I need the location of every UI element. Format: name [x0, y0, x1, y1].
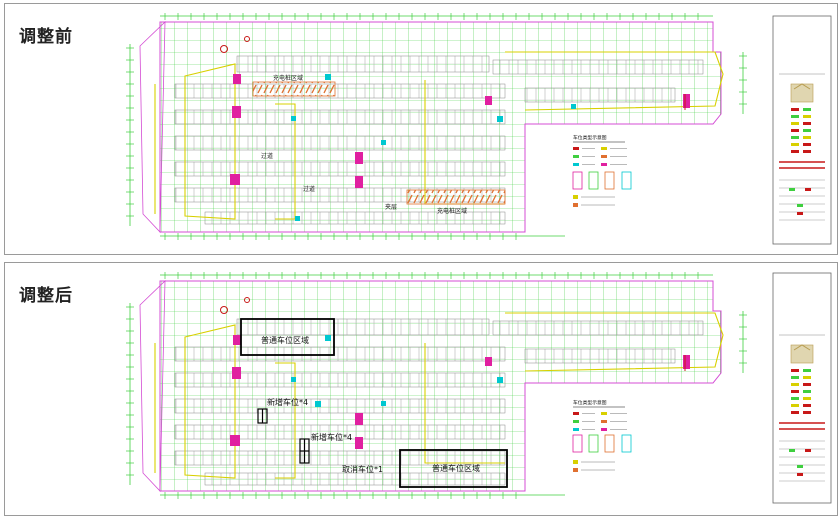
legend-swatch: [573, 155, 579, 158]
title-block-swatch: [797, 465, 803, 468]
before-charging-areas: [252, 81, 506, 205]
after-added-stall-blocks: [257, 408, 310, 464]
after-title-block-rows: [779, 369, 825, 482]
title-block-swatch: [803, 404, 811, 407]
after-axis-ticks: [129, 274, 744, 496]
title-block-swatch: [803, 150, 811, 153]
legend-swatch: [573, 147, 579, 150]
before-legend-rows: [573, 147, 627, 207]
before-plan-labels: 充电桩区域 充电桩区域 过道 过道 夹层: [261, 74, 467, 215]
before-title-block-rows: [779, 108, 825, 221]
before-title-block: [772, 15, 832, 245]
legend-swatch: [573, 468, 578, 472]
title-block-swatch: [797, 473, 803, 476]
title-block-swatch: [791, 411, 799, 414]
legend-swatch: [573, 203, 578, 207]
before-panel-label: 调整前: [19, 27, 73, 47]
title-block-swatch: [803, 136, 811, 139]
legend-swatch: [601, 147, 607, 150]
before-charging-label-1: 充电桩区域: [273, 74, 303, 82]
before-tick-marks: [126, 13, 747, 240]
after-legend: 车位类型示意图: [572, 399, 632, 472]
title-block-swatch: [791, 397, 799, 400]
title-block-swatch: [791, 390, 799, 393]
after-added-spaces-label-1: 新增车位*4: [267, 397, 308, 407]
after-tick-marks: [126, 272, 747, 499]
title-block-swatch: [803, 129, 811, 132]
title-block-swatch: [797, 212, 803, 215]
title-block-swatch: [791, 150, 799, 153]
before-parking-rows: [174, 55, 704, 225]
legend-swatch: [573, 412, 579, 415]
before-legend-title: 车位类型示意图: [573, 134, 607, 141]
after-plan-labels: 普通车位区域 普通车位区域 新增车位*4 新增车位*4 取消车位*1: [261, 335, 480, 474]
before-building-grid: [139, 21, 722, 233]
title-block-swatch: [791, 376, 799, 379]
bottom-caption-fragment: [150, 514, 710, 520]
title-block-swatch: [803, 397, 811, 400]
title-block-swatch: [803, 108, 811, 111]
title-block-swatch: [789, 188, 795, 191]
title-block-swatch: [791, 122, 799, 125]
title-block-swatch: [791, 136, 799, 139]
title-block-swatch: [791, 404, 799, 407]
title-block-swatch: [805, 188, 811, 191]
title-block-swatch: [791, 108, 799, 111]
legend-swatch: [573, 420, 579, 423]
legend-swatch: [601, 163, 607, 166]
title-block-swatch: [803, 411, 811, 414]
title-block-swatch: [803, 143, 811, 146]
after-title-block: [772, 272, 832, 504]
title-block-swatch: [797, 204, 803, 207]
after-added-spaces-label-2: 新增车位*4: [311, 432, 352, 442]
title-block-swatch: [791, 115, 799, 118]
legend-swatch: [601, 428, 607, 431]
after-legend-rows: [573, 412, 627, 472]
before-axis-ticks: [129, 15, 744, 237]
before-floor-plan: 充电桩区域 充电桩区域 过道 过道 夹层 车位类型示意图: [126, 13, 832, 245]
title-block-swatch: [791, 369, 799, 372]
title-block-swatch: [803, 383, 811, 386]
title-block-swatch: [805, 449, 811, 452]
after-regular-zone-label-1: 普通车位区域: [261, 335, 309, 345]
before-passage-label-1: 过道: [261, 152, 273, 160]
after-driveways: [154, 312, 724, 479]
after-parking-rows: [174, 318, 704, 486]
legend-swatch: [601, 420, 607, 423]
title-block-swatch: [803, 376, 811, 379]
after-removed-spaces-label: 取消车位*1: [342, 464, 383, 474]
title-block-swatch: [789, 449, 795, 452]
title-block-swatch: [803, 390, 811, 393]
before-passage-label-2: 过道: [303, 185, 315, 193]
before-passage-label-3: 夹层: [385, 203, 397, 211]
before-panel: 调整前: [4, 3, 838, 255]
legend-swatch: [573, 428, 579, 431]
title-block-swatch: [791, 129, 799, 132]
after-panel-label: 调整后: [19, 286, 73, 306]
title-block-swatch: [803, 122, 811, 125]
legend-swatch: [601, 412, 607, 415]
before-equipment-marks: [220, 36, 690, 221]
title-block-swatch: [803, 115, 811, 118]
after-panel: 调整后: [4, 262, 838, 516]
after-highlight-boxes: [240, 318, 508, 488]
before-legend: 车位类型示意图: [572, 134, 632, 207]
title-block-swatch: [791, 143, 799, 146]
title-block-swatch: [803, 369, 811, 372]
after-legend-title: 车位类型示意图: [573, 399, 607, 406]
legend-swatch: [573, 163, 579, 166]
after-equipment-marks: [220, 297, 690, 449]
title-block-swatch: [791, 383, 799, 386]
legend-swatch: [573, 460, 578, 464]
legend-swatch: [601, 155, 607, 158]
legend-swatch: [573, 195, 578, 199]
after-floor-plan: 普通车位区域 普通车位区域 新增车位*4 新增车位*4 取消车位*1 车位类型示…: [126, 272, 832, 504]
before-charging-label-2: 充电桩区域: [437, 207, 467, 215]
after-regular-zone-label-2: 普通车位区域: [432, 463, 480, 473]
